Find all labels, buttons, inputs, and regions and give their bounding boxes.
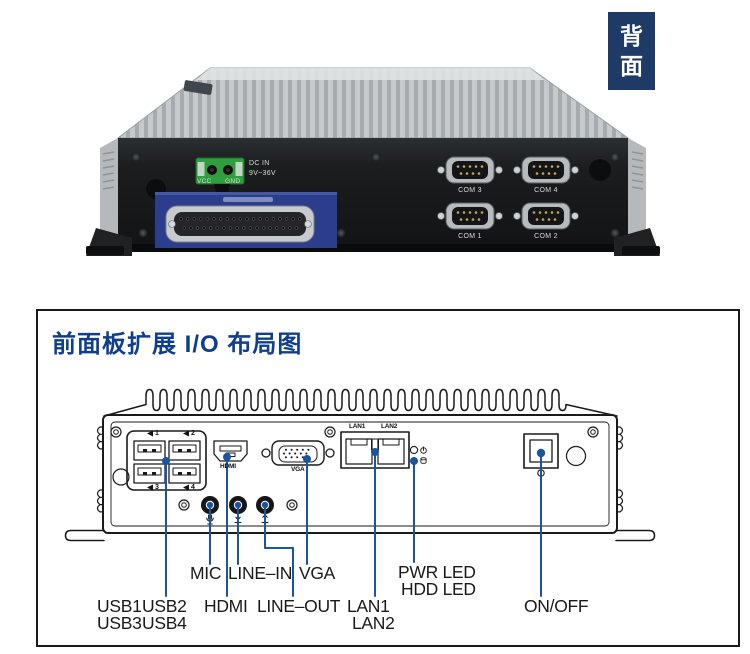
diagram-hole-below-usb <box>112 468 130 486</box>
vga-callout-label: VGA <box>299 563 336 583</box>
gnd-label: GND <box>225 178 241 185</box>
callout-anchors <box>162 448 546 509</box>
badge-char-2: 面 <box>620 52 643 79</box>
front-panel-diagram <box>64 388 656 597</box>
lan2-port-label: LAN2 <box>381 423 398 430</box>
lan1-callout-label: LAN1 <box>347 596 390 616</box>
on-off-callout-label: ON/OFF <box>524 596 589 616</box>
io-layout-title: 前面板扩展 I/O 布局图 <box>52 331 303 358</box>
hdd-led <box>410 457 418 465</box>
usb-number-arrows <box>147 430 189 491</box>
diagram-mounting-wings <box>64 529 656 542</box>
usb1-callout-label: USB1 <box>97 596 142 616</box>
com4-label: COM 4 <box>534 187 558 194</box>
photo-mounting-brackets <box>86 228 660 256</box>
pwr-led <box>409 445 419 455</box>
hdmi-callout-label: HDMI <box>204 596 248 616</box>
callout-lines <box>165 451 542 597</box>
lineout-callout-line <box>264 504 294 597</box>
usb-port-number-1: 1 <box>155 430 159 437</box>
pwr-led-callout-label: PWR LED <box>398 562 476 582</box>
com3-label: COM 3 <box>458 187 482 194</box>
photo-dsub37-pins <box>179 217 302 230</box>
line-in-callout-label: LINE–IN <box>228 563 293 583</box>
photo-com1-connector <box>437 202 503 230</box>
mic-callout-label: MIC <box>190 563 222 583</box>
photo-dsub37-plate <box>155 192 337 248</box>
photo-dc-terminal <box>195 157 245 197</box>
usb-block <box>126 430 207 491</box>
hdd-symbol-icon <box>420 457 427 464</box>
com1-label: COM 1 <box>458 233 482 240</box>
power-symbol-icon <box>420 446 427 454</box>
com2-label: COM 2 <box>534 233 558 240</box>
badge-char-1: 背 <box>620 22 643 49</box>
hdmi-port-label: HDMI <box>220 463 236 470</box>
hdd-led-callout-label: HDD LED <box>401 579 476 599</box>
photo-hole-right <box>589 159 611 181</box>
line-out-callout-label: LINE–OUT <box>257 596 341 616</box>
dc-voltage-label: 9V~36V <box>249 170 276 177</box>
photo-com3-connector <box>437 156 503 184</box>
usb2-callout-label: USB2 <box>142 596 187 616</box>
usb-port-4 <box>168 463 201 484</box>
rear-panel-photo <box>86 67 660 256</box>
diagram-side-clips <box>96 426 624 513</box>
photo-chassis-sides <box>100 138 646 252</box>
diagram-heatsink-fins <box>103 388 618 417</box>
lan2-callout-label: LAN2 <box>352 613 395 633</box>
photo-dsub37-label-smudge <box>223 197 273 202</box>
usb3-callout-label: USB3 <box>97 613 142 633</box>
photo-logo-plate <box>183 80 213 95</box>
usb-port-2 <box>168 440 201 461</box>
photo-heatsink <box>116 67 630 139</box>
vga-port-label: VGA <box>291 466 305 473</box>
vcc-label: VCC <box>197 178 212 185</box>
diagram-chassis-inner <box>110 421 610 527</box>
diagram-chassis-outline <box>102 414 618 534</box>
usb-port-number-4: 4 <box>191 484 195 491</box>
led-indicators <box>409 445 427 464</box>
io-layout-box <box>36 309 740 647</box>
usb-port-number-2: 2 <box>191 430 195 437</box>
lan1-port-label: LAN1 <box>349 423 366 430</box>
diagram-antenna-hole <box>565 445 587 467</box>
usb-port-1 <box>133 440 166 461</box>
dc-in-label: DC IN <box>249 160 270 167</box>
usb4-callout-label: USB4 <box>142 613 187 633</box>
usb-port-number-3: 3 <box>155 484 159 491</box>
photo-com2-connector <box>513 202 579 230</box>
photo-com4-connector <box>513 156 579 184</box>
rear-side-badge: 背 面 <box>608 12 655 90</box>
